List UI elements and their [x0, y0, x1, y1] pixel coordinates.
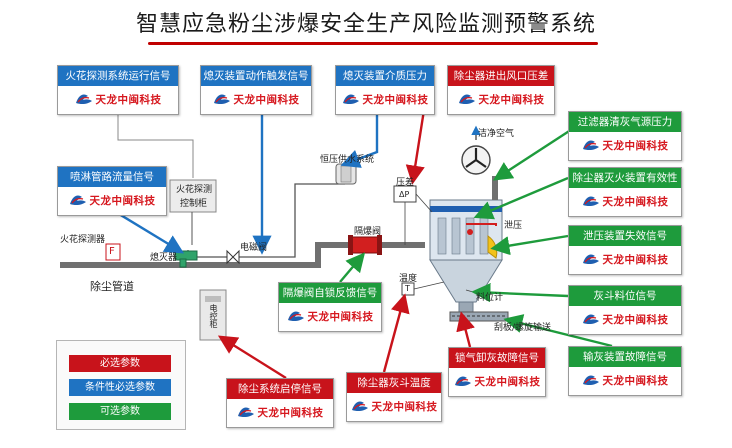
card-hopper-level: 灰斗料位信号 天龙中闽科技: [568, 285, 682, 335]
card-inlet-outlet-dp: 除尘器进出风口压差 天龙中闽科技: [447, 65, 555, 115]
brand-logo: 天龙中闽科技: [569, 306, 681, 332]
legend: 必选参数 条件性必选参数 可选参数: [56, 340, 186, 430]
water-tank: [335, 163, 357, 185]
card-header: 火花探测系统运行信号: [58, 66, 178, 86]
card-header: 输灰装置故障信号: [569, 347, 681, 367]
label-solenoid: 电磁阀: [240, 243, 268, 253]
label-dp: 压差: [396, 178, 415, 188]
card-header: 过滤器清灰气源压力: [569, 112, 681, 132]
card-fire-effective: 除尘器灭火装置有效性 天龙中闽科技: [568, 167, 682, 217]
dust-collector: [429, 199, 503, 313]
dragon-logo-icon: [342, 92, 360, 106]
legend-optional: 可选参数: [69, 403, 171, 420]
label-const-water: 恒压供水系统: [320, 155, 375, 165]
title-underline: [148, 42, 598, 45]
dragon-logo-icon: [69, 193, 87, 207]
brand-logo: 天龙中闽科技: [347, 393, 441, 419]
dragon-logo-icon: [458, 92, 476, 106]
label-isolation-valve: 隔爆阀: [354, 227, 382, 237]
card-vent-failure: 泄压装置失效信号 天龙中闽科技: [568, 225, 682, 275]
brand-logo: 天龙中闽科技: [58, 86, 178, 112]
label-spark-detector: 火花探测器: [60, 235, 106, 245]
label-dp-symbol: ΔP: [399, 190, 410, 199]
brand-logo: 天龙中闽科技: [448, 86, 554, 112]
legend-conditional: 条件性必选参数: [69, 379, 171, 396]
dragon-logo-icon: [213, 92, 231, 106]
card-spark-detect: 火花探测系统运行信号 天龙中闽科技: [57, 65, 179, 115]
card-header: 隔爆阀自锁反馈信号: [279, 283, 381, 303]
card-header: 除尘系统启停信号: [227, 379, 333, 399]
water-pipe: [190, 183, 345, 258]
dragon-logo-icon: [237, 405, 255, 419]
card-conveyor-fault: 输灰装置故障信号 天龙中闽科技: [568, 346, 682, 396]
brand-logo: 天龙中闽科技: [58, 187, 166, 213]
card-suppress-trigger: 熄灭装置动作触发信号 天龙中闽科技: [200, 65, 312, 115]
exhaust-fan: [461, 125, 491, 175]
isolation-valve: [348, 235, 382, 255]
dragon-logo-icon: [582, 373, 600, 387]
label-spark-cabinet-1: 火花探测: [176, 185, 213, 195]
card-header: 除尘器灭火装置有效性: [569, 168, 681, 188]
label-clean-air: 洁净空气: [478, 129, 515, 139]
spark-cabinet: [169, 179, 217, 213]
card-suppress-pressure: 熄灭装置介质压力 天龙中闽科技: [335, 65, 435, 115]
label-vent: 泄压: [504, 221, 523, 231]
card-header: 熄灭装置介质压力: [336, 66, 434, 86]
dragon-logo-icon: [351, 399, 369, 413]
brand-logo: 天龙中闽科技: [227, 399, 333, 425]
card-collector-startstop: 除尘系统启停信号 天龙中闽科技: [226, 378, 334, 428]
dragon-logo-icon: [582, 194, 600, 208]
card-header: 泄压装置失效信号: [569, 226, 681, 246]
card-header: 熄灭装置动作触发信号: [201, 66, 311, 86]
dragon-logo-icon: [287, 309, 305, 323]
spark-detector: [105, 243, 121, 261]
card-header: 锁气卸灰故障信号: [449, 348, 545, 368]
card-airlock-fault: 锁气卸灰故障信号 天龙中闽科技: [448, 347, 546, 397]
card-header: 除尘器灰斗温度: [347, 373, 441, 393]
brand-logo: 天龙中闽科技: [449, 368, 545, 394]
card-spray-flow: 喷淋管路流量信号 天龙中闽科技: [57, 166, 167, 216]
label-conveyor: 刮板/螺旋输送: [494, 323, 552, 333]
card-filter-clean-pressure: 过滤器清灰气源压力 天龙中闽科技: [568, 111, 682, 161]
dragon-logo-icon: [75, 92, 93, 106]
dragon-logo-icon: [582, 312, 600, 326]
card-header: 灰斗料位信号: [569, 286, 681, 306]
page-title: 智慧应急粉尘涉爆安全生产风险监测预警系统: [135, 12, 596, 37]
label-control-cabinet: 电控柜: [209, 304, 218, 328]
control-cabinet: [199, 289, 227, 341]
label-suppressor: 熄灭器: [150, 253, 178, 263]
brand-logo: 天龙中闽科技: [569, 246, 681, 272]
dragon-logo-icon: [454, 374, 472, 388]
card-hopper-temp: 除尘器灰斗温度 天龙中闽科技: [346, 372, 442, 422]
brand-logo: 天龙中闽科技: [201, 86, 311, 112]
solenoid-valve: [226, 249, 240, 265]
suppressor-nozzle: [174, 250, 198, 268]
label-spark-cabinet-2: 控制柜: [180, 199, 208, 209]
legend-required: 必选参数: [69, 355, 171, 372]
dragon-logo-icon: [582, 252, 600, 266]
brand-logo: 天龙中闽科技: [279, 303, 381, 329]
label-duct: 除尘管道: [90, 280, 134, 293]
brand-logo: 天龙中闽科技: [336, 86, 434, 112]
card-header: 除尘器进出风口压差: [448, 66, 554, 86]
label-temp-letter: T: [405, 284, 410, 293]
label-level-meter: 料位计: [476, 293, 504, 303]
brand-logo: 天龙中闽科技: [569, 188, 681, 214]
brand-logo: 天龙中闽科技: [569, 132, 681, 158]
label-detector-letter: F: [109, 246, 115, 257]
brand-logo: 天龙中闽科技: [569, 367, 681, 393]
card-header: 喷淋管路流量信号: [58, 167, 166, 187]
dragon-logo-icon: [582, 138, 600, 152]
label-temperature: 温度: [399, 274, 418, 284]
card-isolation-valve: 隔爆阀自锁反馈信号 天龙中闽科技: [278, 282, 382, 332]
